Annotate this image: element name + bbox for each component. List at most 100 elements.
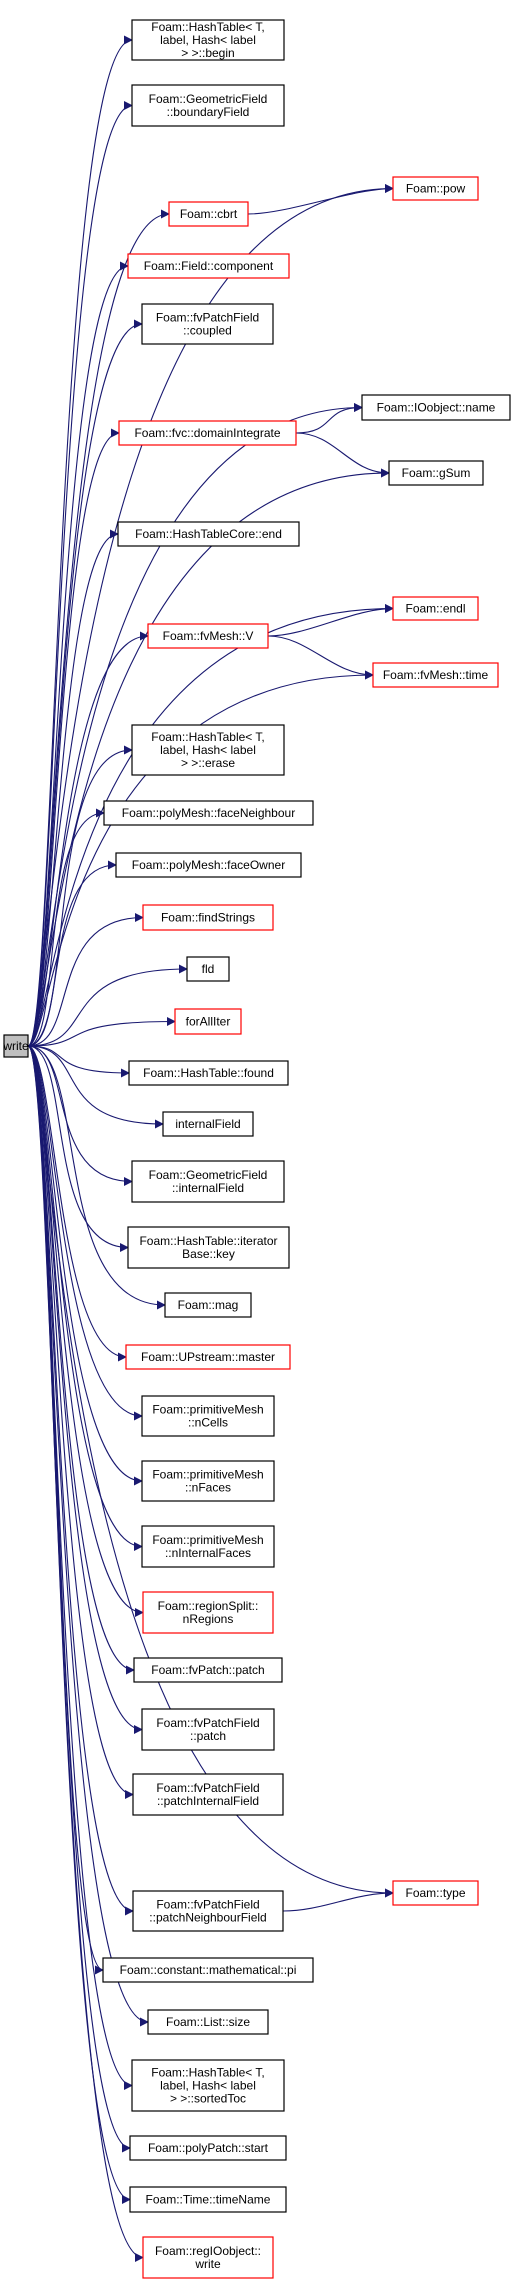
node-endl-box bbox=[392, 596, 479, 621]
edge-root-to-timeName bbox=[27, 1045, 131, 2204]
node-master-box bbox=[125, 1344, 291, 1370]
node-endl-label-line: Foam::endl bbox=[405, 602, 465, 616]
node-endl[interactable]: Foam::endl bbox=[392, 596, 479, 621]
node-erase-label-line: label, Hash< label bbox=[160, 743, 256, 757]
node-pi[interactable]: Foam::constant::mathematical::pi bbox=[102, 1957, 314, 1983]
node-domainIntegrate[interactable]: Foam::fvc::domainIntegrate bbox=[118, 420, 297, 446]
node-forAllIter[interactable]: forAllIter bbox=[174, 1008, 242, 1035]
node-patchNeighbourField-label-line: ::patchNeighbourField bbox=[149, 1911, 266, 1925]
node-start[interactable]: Foam::polyPatch::start bbox=[129, 2135, 287, 2161]
node-name-box bbox=[361, 394, 511, 421]
node-coupled-box bbox=[141, 303, 274, 345]
node-patch[interactable]: Foam::fvPatch::patch bbox=[133, 1657, 283, 1683]
node-start-label-line: Foam::polyPatch::start bbox=[148, 2141, 269, 2155]
node-name[interactable]: Foam::IOobject::name bbox=[361, 394, 511, 421]
edge-layer bbox=[27, 35, 394, 2262]
node-faceNeighbour[interactable]: Foam::polyMesh::faceNeighbour bbox=[103, 800, 314, 826]
edge-root-to-pi bbox=[27, 1045, 104, 1975]
node-nFaces-box bbox=[141, 1460, 275, 1502]
node-patchInternalField-label-line: ::patchInternalField bbox=[157, 1794, 259, 1808]
node-findStrings[interactable]: Foam::findStrings bbox=[142, 904, 274, 931]
node-component[interactable]: Foam::Field::component bbox=[127, 253, 290, 279]
node-nFaces-label-line: ::nFaces bbox=[185, 1481, 231, 1495]
node-gSum-box bbox=[388, 460, 484, 486]
node-pow-label-line: Foam::pow bbox=[406, 182, 466, 196]
node-fpfPatch-label-line: ::patch bbox=[190, 1729, 226, 1743]
node-nCells-label-line: ::nCells bbox=[188, 1416, 228, 1430]
node-gSum[interactable]: Foam::gSum bbox=[388, 460, 484, 486]
node-gfInternalField-label-line: ::internalField bbox=[172, 1181, 244, 1195]
node-coupled-label-line: Foam::fvPatchField bbox=[156, 311, 259, 325]
node-time[interactable]: Foam::fvMesh::time bbox=[372, 662, 499, 688]
edge-root-to-master bbox=[27, 1045, 127, 1362]
edge-root-to-V bbox=[27, 631, 149, 1047]
edge-root-to-nRegions bbox=[27, 1045, 144, 1617]
node-domainIntegrate-box bbox=[118, 420, 297, 446]
node-begin-box bbox=[131, 19, 285, 61]
node-size-label-line: Foam::List::size bbox=[166, 2015, 250, 2029]
edge-V-to-endl bbox=[267, 604, 394, 637]
node-patchNeighbourField-label-line: Foam::fvPatchField bbox=[156, 1898, 259, 1912]
node-begin-label-line: Foam::HashTable< T, bbox=[151, 20, 265, 34]
node-nFaces[interactable]: Foam::primitiveMesh::nFaces bbox=[141, 1460, 275, 1502]
node-faceOwner-box bbox=[115, 852, 302, 878]
node-gSum-label-line: Foam::gSum bbox=[402, 466, 471, 480]
node-nCells-label-line: Foam::primitiveMesh bbox=[152, 1403, 263, 1417]
node-regWrite[interactable]: Foam::regIOobject::write bbox=[142, 2236, 274, 2279]
node-V[interactable]: Foam::fvMesh::V bbox=[147, 623, 269, 649]
node-type[interactable]: Foam::type bbox=[392, 1880, 479, 1906]
node-sortedToc-label-line: > >::sortedToc bbox=[170, 2092, 246, 2106]
node-pi-label-line: Foam::constant::mathematical::pi bbox=[120, 1963, 297, 1977]
node-pow[interactable]: Foam::pow bbox=[392, 176, 479, 201]
node-patchNeighbourField[interactable]: Foam::fvPatchField::patchNeighbourField bbox=[132, 1890, 284, 1932]
node-key-label-line: Base::key bbox=[182, 1247, 235, 1261]
node-faceOwner[interactable]: Foam::polyMesh::faceOwner bbox=[115, 852, 302, 878]
node-timeName[interactable]: Foam::Time::timeName bbox=[129, 2186, 287, 2213]
node-erase[interactable]: Foam::HashTable< T,label, Hash< label> >… bbox=[131, 724, 285, 776]
edge-cbrt-to-pow bbox=[247, 184, 394, 215]
edge-V-to-time bbox=[267, 635, 374, 680]
node-internalField[interactable]: internalField bbox=[162, 1111, 254, 1137]
edge-root-to-forAllIter bbox=[27, 1017, 176, 1047]
node-gfInternalField[interactable]: Foam::GeometricField::internalField bbox=[131, 1160, 285, 1203]
node-end[interactable]: Foam::HashTableCore::end bbox=[117, 521, 300, 547]
node-coupled[interactable]: Foam::fvPatchField::coupled bbox=[141, 303, 274, 345]
node-boundaryField-box bbox=[131, 84, 285, 127]
node-cbrt[interactable]: Foam::cbrt bbox=[168, 201, 249, 227]
node-fld[interactable]: fld bbox=[186, 956, 230, 982]
node-nCells-box bbox=[141, 1395, 275, 1437]
node-patchNeighbourField-box bbox=[132, 1890, 284, 1932]
root-node-box bbox=[3, 1034, 29, 1058]
node-nCells[interactable]: Foam::primitiveMesh::nCells bbox=[141, 1395, 275, 1437]
edge-root-to-start bbox=[27, 1045, 131, 2153]
node-mag[interactable]: Foam::mag bbox=[164, 1292, 252, 1318]
node-fpfPatch[interactable]: Foam::fvPatchField::patch bbox=[141, 1708, 275, 1751]
node-nRegions[interactable]: Foam::regionSplit::nRegions bbox=[142, 1591, 274, 1634]
node-fpfPatch-box bbox=[141, 1708, 275, 1751]
node-pi-box bbox=[102, 1957, 314, 1983]
node-name-label-line: Foam::IOobject::name bbox=[377, 401, 496, 415]
edge-root-to-time bbox=[27, 670, 374, 1047]
node-boundaryField-label-line: ::boundaryField bbox=[167, 105, 250, 119]
node-master[interactable]: Foam::UPstream::master bbox=[125, 1344, 291, 1370]
node-nRegions-label-line: Foam::regionSplit:: bbox=[158, 1599, 259, 1613]
node-cbrt-box bbox=[168, 201, 249, 227]
node-boundaryField-label-line: Foam::GeometricField bbox=[149, 92, 268, 106]
edge-root-to-internalField bbox=[27, 1045, 164, 1129]
edge-root-to-end bbox=[27, 529, 119, 1047]
node-nFaces-label-line: Foam::primitiveMesh bbox=[152, 1468, 263, 1482]
node-begin[interactable]: Foam::HashTable< T,label, Hash< label> >… bbox=[131, 19, 285, 61]
node-boundaryField[interactable]: Foam::GeometricField::boundaryField bbox=[131, 84, 285, 127]
node-found[interactable]: Foam::HashTable::found bbox=[128, 1060, 289, 1086]
node-patchInternalField[interactable]: Foam::fvPatchField::patchInternalField bbox=[132, 1773, 284, 1816]
root-node-write[interactable]: write bbox=[2, 1034, 29, 1058]
node-fld-label-line: fld bbox=[202, 962, 215, 976]
node-patchInternalField-box bbox=[132, 1773, 284, 1816]
node-findStrings-box bbox=[142, 904, 274, 931]
node-size[interactable]: Foam::List::size bbox=[147, 2009, 269, 2035]
node-mag-label-line: Foam::mag bbox=[178, 1298, 239, 1312]
node-nInternalFaces[interactable]: Foam::primitiveMesh::nInternalFaces bbox=[141, 1525, 275, 1568]
node-regWrite-box bbox=[142, 2236, 274, 2279]
node-sortedToc[interactable]: Foam::HashTable< T,label, Hash< label> >… bbox=[131, 2059, 285, 2112]
